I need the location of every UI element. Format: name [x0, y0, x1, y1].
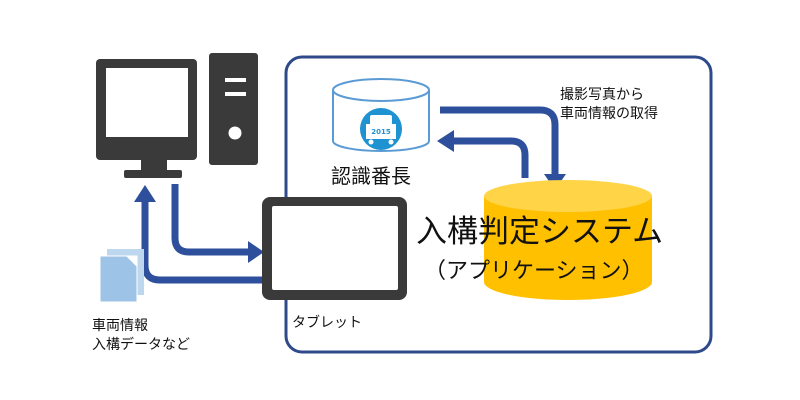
edge-label-line2: 車両情報の取得 — [560, 106, 658, 122]
car-badge-icon: 2015 — [360, 108, 402, 150]
edge-label-line1: 撮影写真から — [560, 87, 644, 103]
arrow-tablet-to-pc — [141, 200, 262, 284]
arrow-system-to-db-head — [437, 130, 454, 152]
documents-label-line1: 車両情報 — [92, 318, 148, 334]
arrow-system-to-db — [452, 137, 529, 178]
entry-system-database-icon — [484, 180, 652, 300]
recognition-database-icon: 2015 — [332, 78, 430, 152]
document-stack-icon — [99, 249, 144, 303]
desktop-computer-icon — [96, 53, 258, 178]
recognition-db-label: 認識番長 — [331, 164, 411, 188]
arrow-pc-to-tablet — [171, 184, 252, 256]
arrow-tablet-to-pc-head — [134, 185, 156, 202]
tablet-label: タブレット — [292, 315, 362, 331]
entry-system-sublabel: （アプリケーション） — [424, 259, 644, 284]
documents-label-line2: 入構データなど — [92, 337, 190, 353]
arrow-db-to-system — [440, 106, 559, 176]
entry-system-label: 入構判定システム — [416, 214, 664, 250]
arrow-pc-to-tablet-head — [248, 241, 264, 263]
tablet-icon — [262, 197, 407, 300]
car-badge-plate-text: 2015 — [371, 128, 391, 136]
